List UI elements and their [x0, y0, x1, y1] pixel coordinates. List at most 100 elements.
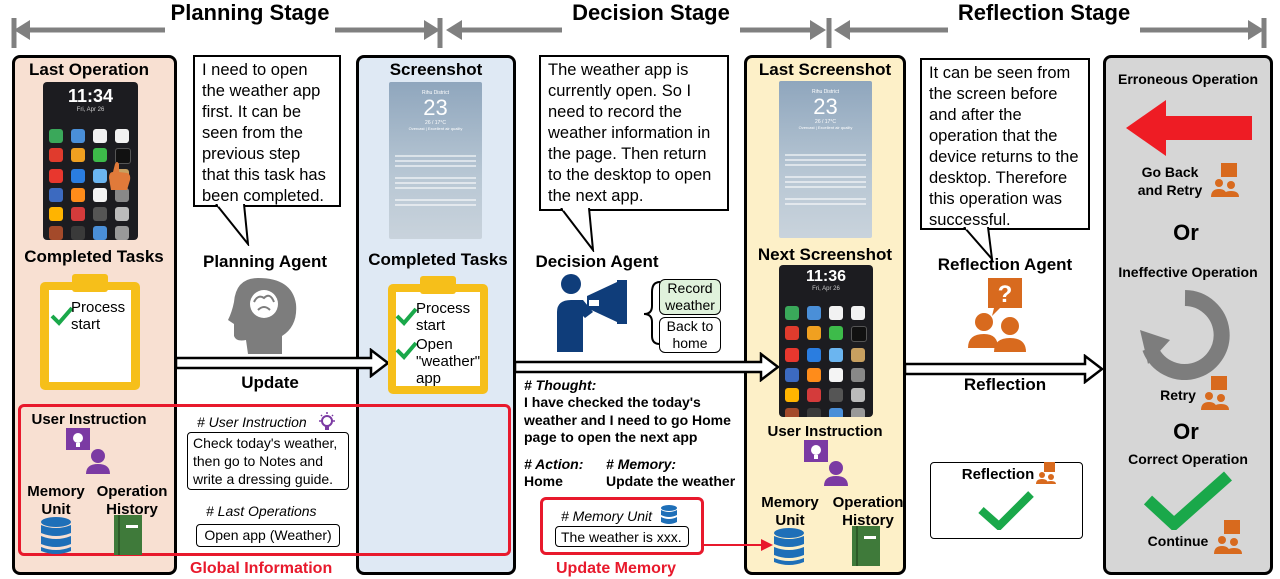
decision-stage-title: Decision Stage: [572, 0, 730, 25]
decision-task-1: Process start: [416, 300, 471, 334]
weather-range: 26 / 17°C: [425, 120, 446, 126]
global-information-box: [18, 404, 511, 556]
last-weather-location: Rihu District: [812, 89, 839, 95]
reflection-stage-title: Reflection Stage: [957, 0, 1131, 25]
ineffective-operation-label: Ineffective Operation: [1118, 264, 1258, 280]
correct-operation-label: Correct Operation: [1128, 451, 1248, 467]
update-memory-label: Update Memory: [556, 560, 677, 577]
brace: [643, 281, 661, 345]
phone-date: Fri, Apr 26: [76, 107, 105, 113]
completed-tasks-label: Completed Tasks: [24, 247, 164, 266]
go-back-retry-label: Go Back and Retry: [1137, 164, 1203, 198]
go-back-arrow-icon: [1126, 100, 1252, 156]
bubble-tail-2: [560, 208, 595, 252]
continue-label: Continue: [1147, 533, 1209, 549]
user-idea-icon: [66, 428, 110, 474]
reflection-arrow-label: Reflection: [963, 375, 1047, 394]
retry-label: Retry: [1160, 387, 1196, 403]
weather-status: Overcast | Excellent air quality: [408, 126, 463, 131]
memory-text: Update the weather: [606, 473, 736, 489]
thought-header: # Thought:: [524, 377, 597, 393]
weather-location: Rihu District: [422, 90, 449, 96]
decision-agent-label: Decision Agent: [535, 252, 659, 271]
reflection-database-icon: [774, 528, 804, 565]
brain-head-icon: [228, 278, 297, 354]
outcome-panel: [1103, 55, 1273, 575]
agent-icon-2: [1201, 376, 1229, 410]
last-operations-text: Open app (Weather): [196, 524, 340, 547]
user-instruction-header: # User Instruction: [197, 414, 307, 430]
small-reflection-agent-icon: [1036, 462, 1056, 484]
action-header: # Action:: [524, 456, 584, 472]
hand-tap-icon: [109, 162, 131, 190]
next-app-grid: [779, 300, 873, 417]
user-instruction-text: Check today's weather, then go to Notes …: [187, 432, 349, 490]
reflection-box-label: Reflection: [961, 466, 1035, 483]
small-database-icon: [661, 505, 677, 524]
phone-time: 11:34: [67, 86, 114, 106]
planning-agent-label: Planning Agent: [202, 252, 328, 271]
checkmark-icon: [978, 491, 1034, 530]
screenshot-label: Screenshot: [389, 60, 483, 79]
weather-temp: 23: [423, 95, 448, 120]
decision-thought-bubble: The weather app is currently open. So I …: [539, 55, 729, 211]
phone-screenshot: 11:34 Fri, Apr 26: [43, 82, 138, 240]
planning-task-1: Process start: [71, 299, 126, 333]
or-label-2: Or: [1173, 419, 1199, 444]
book-icon: [114, 515, 142, 555]
last-weather-screenshot: Rihu District 23 26 / 17°C Overcast | Ex…: [779, 81, 872, 238]
user-instruction-label: User Instruction: [31, 411, 147, 428]
global-information-label: Global Information: [190, 560, 333, 577]
update-memory-arrow: [703, 539, 773, 551]
next-screenshot-label: Next Screenshot: [757, 245, 893, 264]
or-label-1: Or: [1173, 220, 1199, 245]
memory-unit-text: The weather is xxx.: [555, 526, 689, 547]
option-record-weather: Record weather: [659, 279, 721, 315]
next-phone-screenshot: 11:36 Fri, Apr 26: [779, 265, 873, 417]
reflection-user-instruction-label: User Instruction: [767, 423, 883, 440]
memory-unit-label: Memory Unit: [27, 483, 85, 518]
option-back-to-home: Back to home: [659, 317, 721, 353]
clipboard-icon: [40, 274, 140, 390]
thought-text: I have checked the today's weather and I…: [524, 394, 731, 445]
megaphone-person-icon: [557, 274, 627, 352]
reflection-agent-label: Reflection Agent: [937, 255, 1073, 274]
reflection-operation-history-label: Operation History: [832, 494, 904, 529]
weather-screenshot: Rihu District 23 26 / 17°C Overcast | Ex…: [389, 82, 482, 239]
database-icon: [41, 517, 71, 554]
decision-task-2: Open "weather" app: [416, 336, 481, 387]
next-phone-time: 11:36: [805, 268, 847, 285]
reflection-arrow: [905, 354, 1105, 384]
action-text: Home: [524, 473, 563, 489]
memory-unit-header: # Memory Unit: [561, 508, 653, 524]
last-screenshot-label: Last Screenshot: [758, 60, 892, 79]
lightbulb-icon: [319, 412, 335, 430]
next-phone-date: Fri, Apr 26: [812, 286, 840, 292]
operation-history-label: Operation History: [96, 483, 168, 518]
reflection-result-box: [930, 462, 1083, 539]
update-arrow: [176, 348, 391, 378]
last-weather-temp: 23: [813, 94, 838, 119]
svg-text:?: ?: [998, 281, 1013, 308]
reflection-book-icon: [852, 526, 880, 566]
clipboard-icon-2: [388, 276, 488, 394]
erroneous-operation-label: Erroneous Operation: [1117, 71, 1259, 87]
decision-completed-tasks-label: Completed Tasks: [368, 250, 508, 269]
retry-icon: [1140, 290, 1230, 380]
update-memory-box: [540, 497, 704, 555]
update-label: Update: [241, 373, 299, 392]
memory-header: # Memory:: [606, 456, 677, 472]
big-checkmark-icon: [1143, 471, 1232, 530]
reflection-thought-bubble: It can be seen from the screen before an…: [920, 58, 1090, 230]
planning-thought-bubble: I need to open the weather app first. It…: [193, 55, 341, 207]
agent-icon-3: [1214, 520, 1242, 554]
reflection-user-idea-icon: [804, 440, 848, 486]
last-operations-header: # Last Operations: [206, 503, 317, 519]
bubble-tail: [215, 204, 250, 246]
last-weather-status: Overcast | Excellent air quality: [798, 125, 853, 130]
bubble-tail-3: [963, 227, 994, 261]
app-grid: [43, 123, 138, 240]
planning-stage-title: Planning Stage: [170, 0, 330, 25]
decision-arrow: [515, 352, 781, 382]
